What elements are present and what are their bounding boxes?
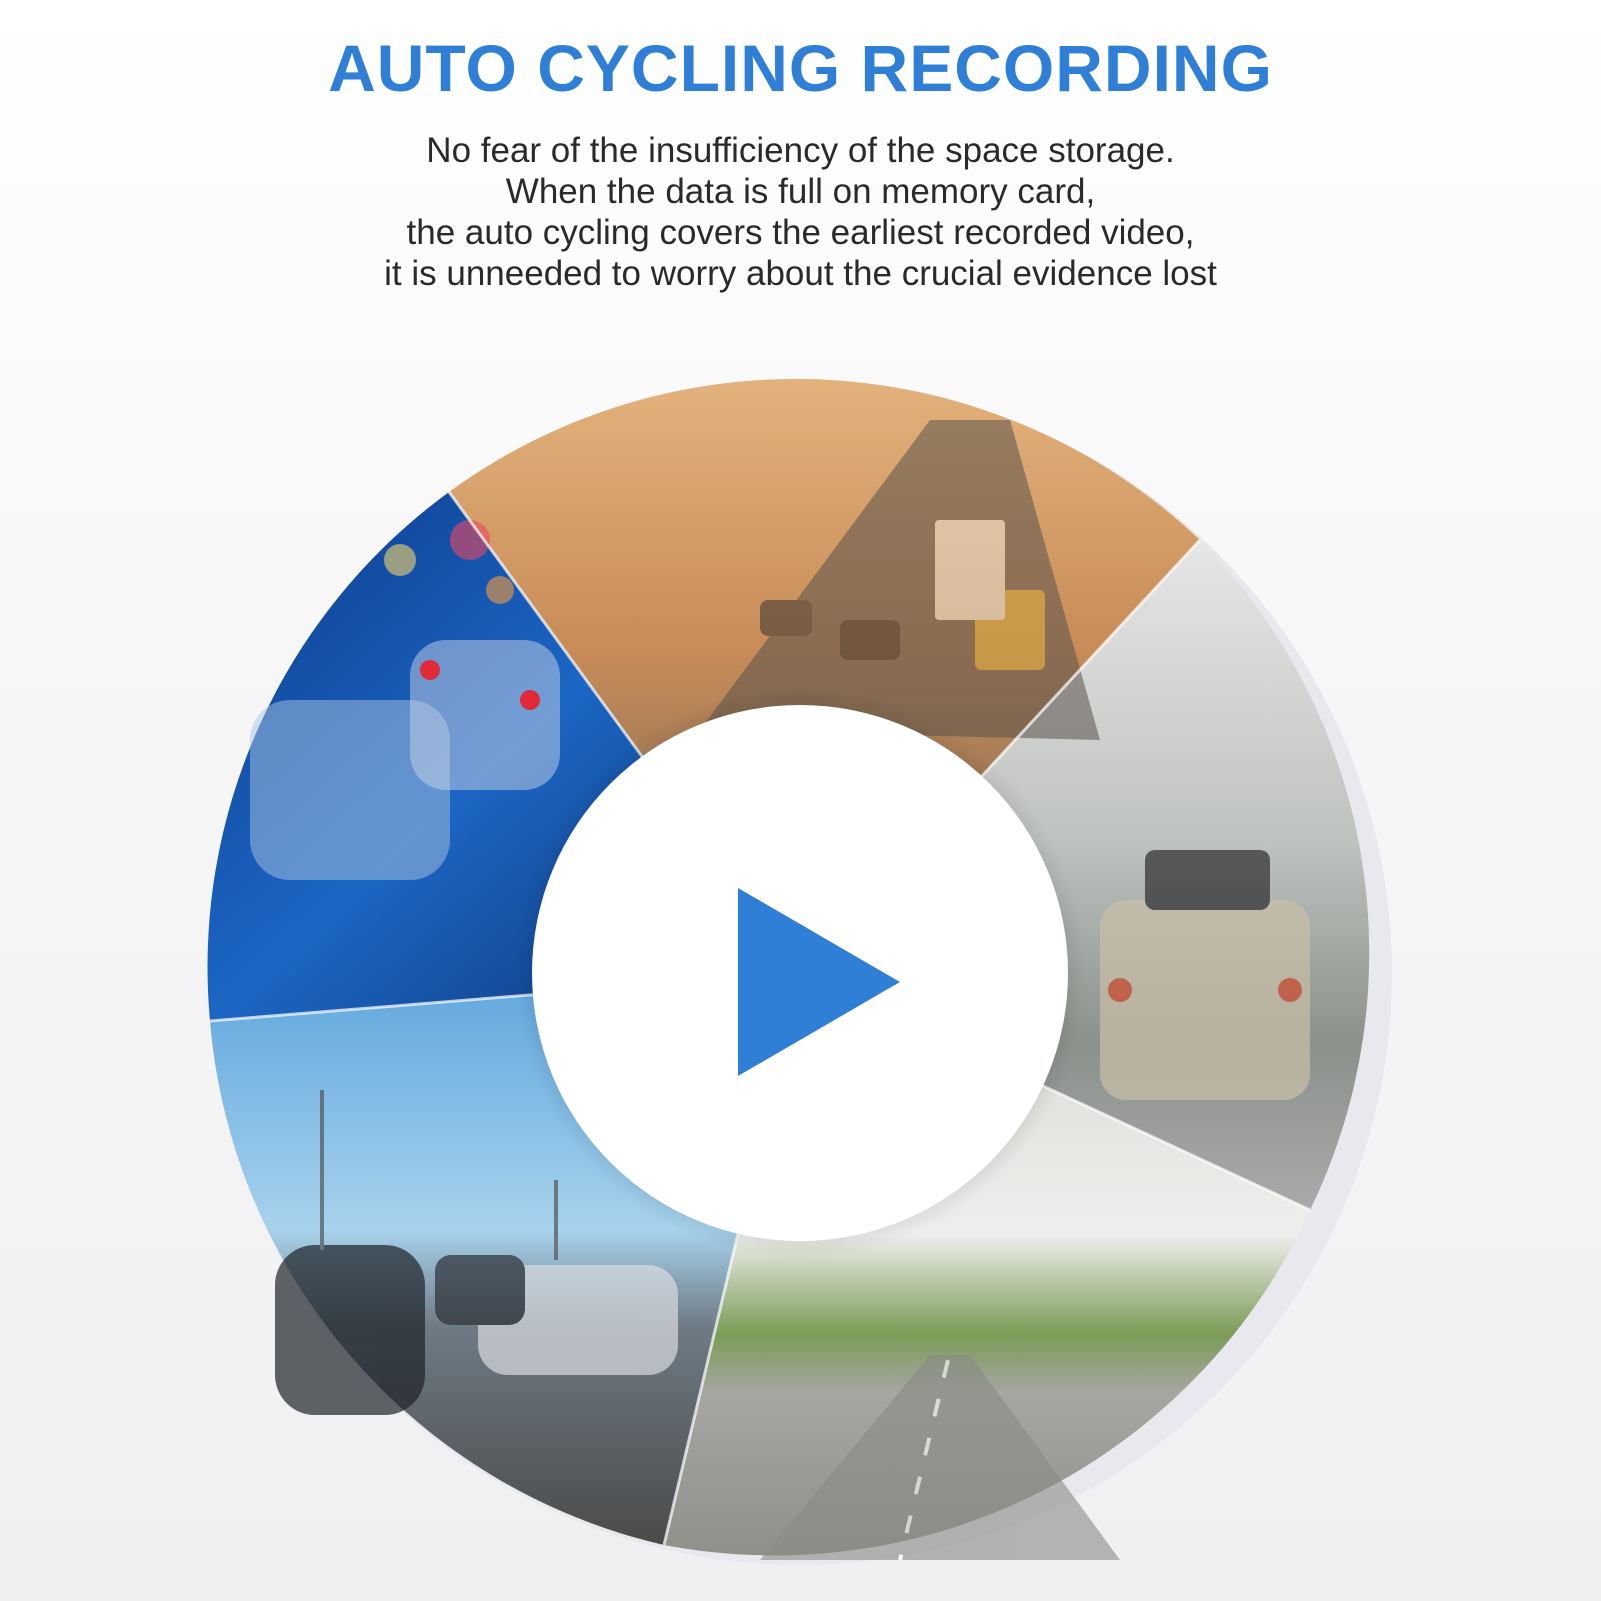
headline: AUTO CYCLING RECORDING [328,31,1273,105]
description-line: the auto cycling covers the earliest rec… [406,213,1195,252]
sunny-freeway-details [275,1090,678,1415]
foggy-road-suv-details [1100,850,1310,1100]
open-highway-details [760,1355,1120,1561]
description-line: When the data is full on memory card, [505,172,1096,211]
description-line: it is unneeded to worry about the crucia… [384,254,1217,293]
description-line: No fear of the insufficiency of the spac… [426,131,1175,170]
description: No fear of the insufficiency of the spac… [0,130,1601,294]
night-traffic-details [250,520,560,880]
highway-sunset-details [700,420,1100,740]
play-icon[interactable] [738,888,900,1076]
